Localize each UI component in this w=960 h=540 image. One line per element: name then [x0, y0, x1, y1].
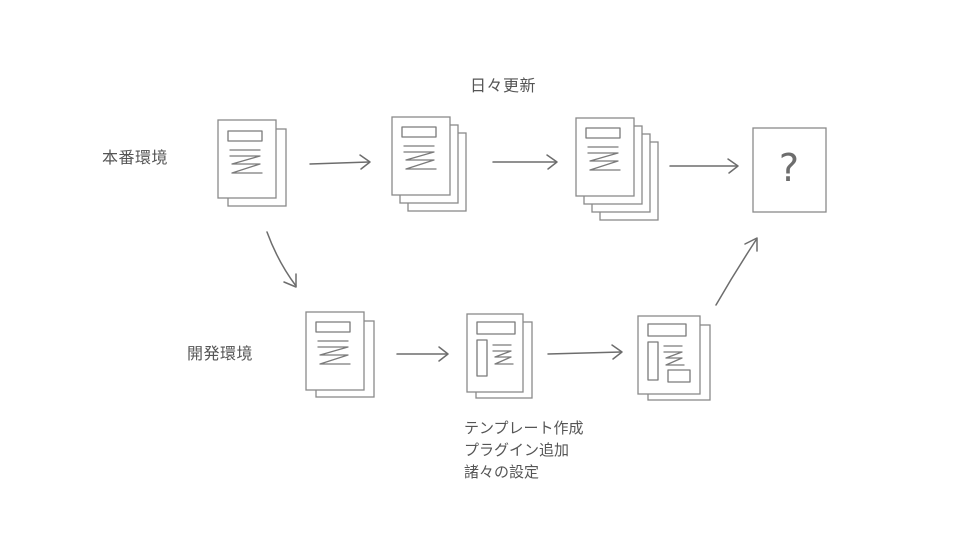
prod-doc-initial — [217, 119, 287, 207]
prod-doc-day2 — [391, 116, 467, 212]
dev-doc-initial — [305, 311, 375, 398]
arrow-dev-2-to-3 — [547, 344, 623, 360]
arrow-dev-to-unknown — [715, 237, 758, 306]
daily-update-label: 日々更新 — [470, 76, 537, 95]
question-mark-icon: ? — [779, 146, 799, 190]
arrow-prod-1-to-2 — [309, 154, 371, 170]
arrow-prod-to-dev — [266, 231, 297, 288]
dev-notes-list: テンプレート作成 プラグイン追加 諸々の設定 — [464, 417, 584, 483]
arrow-prod-2-to-3 — [492, 154, 558, 170]
prod-doc-unknown — [752, 127, 827, 213]
arrow-prod-3-to-unknown — [669, 158, 739, 174]
note-plugin-addition: プラグイン追加 — [464, 441, 570, 459]
prod-doc-day3 — [575, 117, 659, 221]
arrow-dev-1-to-2 — [396, 346, 449, 362]
note-template-creation: テンプレート作成 — [464, 419, 584, 437]
production-env-label: 本番環境 — [102, 148, 169, 167]
note-misc-settings: 諸々の設定 — [464, 463, 540, 481]
development-env-label: 開発環境 — [187, 344, 254, 363]
dev-doc-final — [637, 315, 711, 401]
dev-doc-template — [466, 313, 533, 399]
